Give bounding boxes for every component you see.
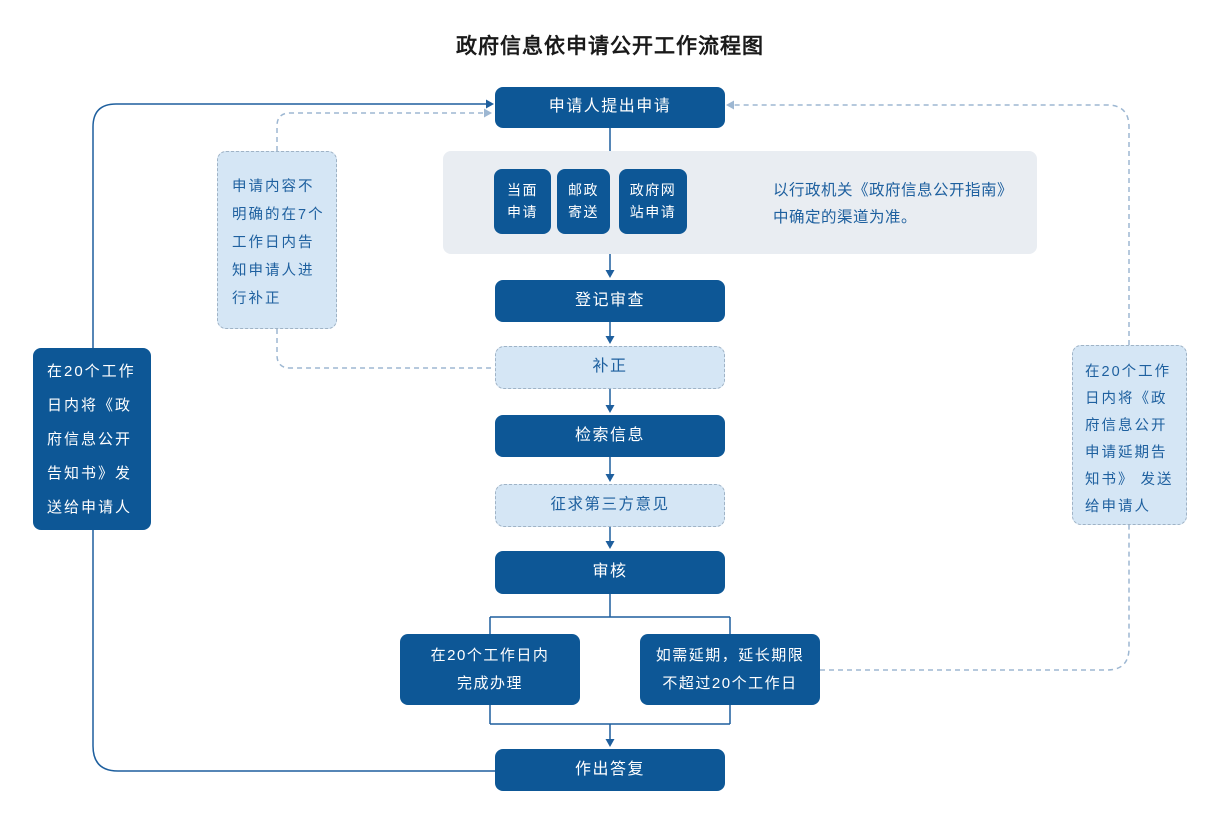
arrow-left-apply-dashed (726, 100, 734, 110)
arrow-down-review (605, 541, 615, 549)
connector-extension-to-note (820, 525, 1130, 671)
arrow-down-correction (605, 336, 615, 344)
page-title: 政府信息依申请公开工作流程图 (456, 35, 764, 58)
connector-merge-to-reply (489, 705, 731, 741)
node-correction: 补正 (495, 346, 725, 389)
node-extension-limit: 如需延期，延长期限 不超过20个工作日 (640, 634, 820, 705)
node-channel-in-person: 当面 申请 (494, 169, 551, 234)
node-register-review: 登记审查 (495, 280, 725, 322)
arrow-right-apply-dashed (484, 108, 492, 118)
node-review: 审核 (495, 551, 725, 594)
node-channel-postal-mail: 邮政 寄送 (557, 169, 610, 234)
channel-note-text: 以行政机关《政府信息公开指南》 中确定的渠道为准。 (773, 182, 1014, 226)
node-applicant-submits: 申请人提出申请 (495, 87, 725, 128)
arrow-down-register (605, 270, 615, 278)
connector-correction-to-note (276, 329, 495, 369)
arrow-right-apply-solid (486, 99, 494, 109)
connector-note-correction-to-apply (276, 112, 485, 151)
note-disclosure-notice: 在20个工作 日内将《政 府信息公开 告知书》发 送给申请人 (33, 348, 151, 530)
note-extension-notice: 在20个工作 日内将《政 府信息公开 申请延期告 知书》 发送 给申请人 (1072, 345, 1187, 525)
node-search-information: 检索信息 (495, 415, 725, 457)
arrow-down-thirdparty (605, 474, 615, 482)
note-correction-within-7-days: 申请内容不 明确的在7个 工作日内告 知申请人进 行补正 (217, 151, 337, 329)
connector-review-split (489, 594, 731, 635)
node-make-reply: 作出答复 (495, 749, 725, 791)
arrow-down-search (605, 405, 615, 413)
node-third-party-opinion: 征求第三方意见 (495, 484, 725, 527)
node-complete-in-20-days: 在20个工作日内 完成办理 (400, 634, 580, 705)
arrow-down-reply (605, 739, 615, 747)
node-channel-government-website: 政府网 站申请 (619, 169, 687, 234)
